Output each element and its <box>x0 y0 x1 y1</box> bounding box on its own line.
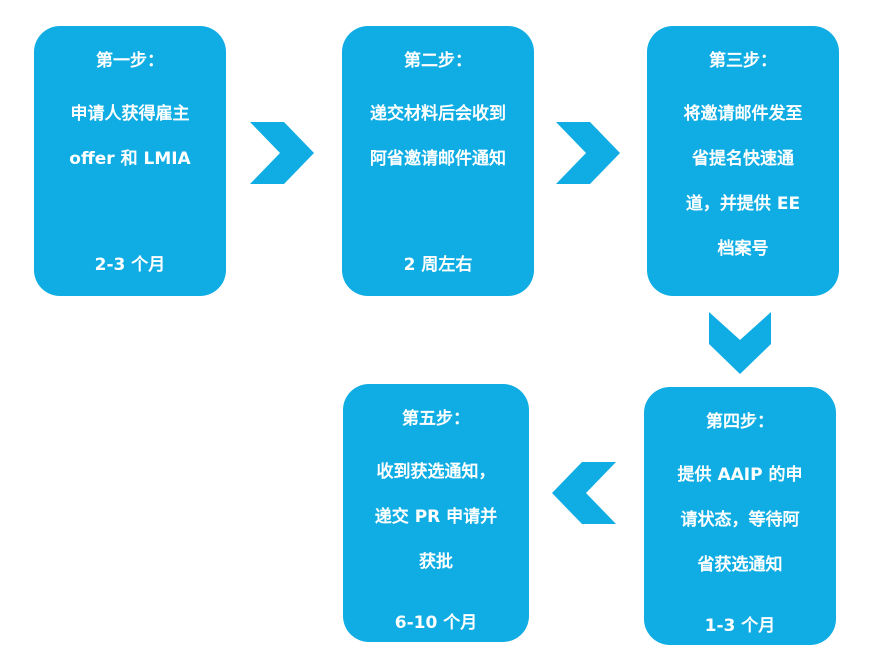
step-5-line-3: 获批 <box>419 552 453 572</box>
step-4-duration: 1-3 个月 <box>704 616 776 636</box>
step-3-line-4: 档案号 <box>717 239 769 259</box>
step-2-title: 第二步： <box>404 51 472 71</box>
step-4-box: 第四步： 提供 AAIP 的申 请状态，等待阿 省获选通知 1-3 个月 <box>644 387 836 645</box>
step-5-box: 第五步： 收到获选通知， 递交 PR 申请并 获批 6-10 个月 <box>343 384 529 642</box>
step-3-line-1: 将邀请邮件发至 <box>683 104 803 124</box>
step-4-line-1: 提供 AAIP 的申 <box>677 465 803 485</box>
step-5-duration: 6-10 个月 <box>394 613 478 633</box>
chevron-left-icon <box>552 462 616 524</box>
chevron-right-icon <box>556 122 620 184</box>
step-2-box: 第二步： 递交材料后会收到 阿省邀请邮件通知 2 周左右 <box>342 26 534 296</box>
step-4-title: 第四步： <box>706 412 774 432</box>
step-5-line-1: 收到获选通知， <box>376 462 496 482</box>
step-2-line-1: 递交材料后会收到 <box>370 104 506 124</box>
step-3-line-2: 省提名快速通 <box>692 149 794 169</box>
chevron-right-icon <box>250 122 314 184</box>
step-1-line-1: 申请人获得雇主 <box>70 104 190 124</box>
step-3-box: 第三步： 将邀请邮件发至 省提名快速通 道，并提供 EE 档案号 <box>647 26 839 296</box>
step-5-line-2: 递交 PR 申请并 <box>374 507 498 527</box>
step-5-title: 第五步： <box>402 409 470 429</box>
step-2-line-2: 阿省邀请邮件通知 <box>370 149 506 169</box>
step-1-title: 第一步： <box>96 51 164 71</box>
step-1-box: 第一步： 申请人获得雇主 offer 和 LMIA 2-3 个月 <box>34 26 226 296</box>
step-4-line-2: 请状态，等待阿 <box>680 510 800 530</box>
step-1-duration: 2-3 个月 <box>94 255 166 275</box>
chevron-down-icon <box>709 312 771 374</box>
step-1-line-2: offer 和 LMIA <box>69 149 191 169</box>
step-4-line-3: 省获选通知 <box>697 555 783 575</box>
step-3-line-3: 道，并提供 EE <box>685 194 801 214</box>
step-2-duration: 2 周左右 <box>403 255 473 275</box>
step-3-title: 第三步： <box>709 51 777 71</box>
